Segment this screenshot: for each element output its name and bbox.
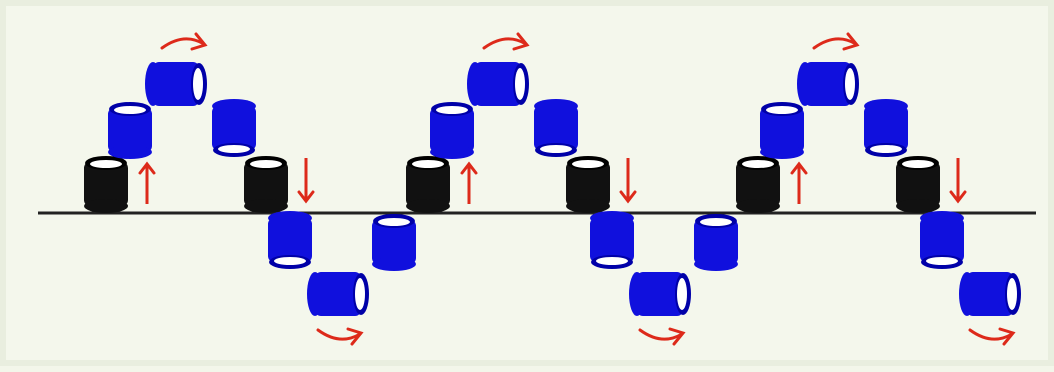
rotate-arrow-icon (482, 32, 530, 51)
cylinder-c3-7-blue-sideways (959, 272, 1021, 316)
rotate-arrow-icon (812, 32, 860, 51)
cylinder-c1-5-black-upright (244, 156, 288, 213)
up-arrow-icon (138, 161, 156, 204)
rotate-arrow-icon (316, 327, 364, 346)
cylinder-c1-3-blue-sideways (145, 62, 207, 106)
rotate-arrow-icon (968, 327, 1016, 346)
cylinder-c3-5-black-upright (896, 156, 940, 213)
cylinder-c3-6-blue-inverted (920, 211, 964, 269)
cylinder-c3-4-blue-upright (864, 99, 908, 157)
cylinder-c2-1-black-upright (406, 156, 450, 213)
cylinder-c3-2-blue-upright (760, 102, 804, 159)
cylinder-c1-1-black-upright (84, 156, 128, 213)
cylinder-c2-8-blue-inverted (694, 214, 738, 271)
up-arrow-icon (790, 161, 808, 204)
rotate-arrow-icon (160, 32, 208, 51)
cylinder-c2-3-blue-sideways (467, 62, 529, 106)
cylinder-c2-2-blue-upright (430, 102, 474, 159)
down-arrow-icon (949, 158, 967, 204)
down-arrow-icon (619, 158, 637, 204)
cylinder-c2-4-blue-upright (534, 99, 578, 157)
cylinder-c2-6-blue-inverted (590, 211, 634, 269)
cylinder-c1-8-blue-inverted (372, 214, 416, 271)
cylinder-c1-4-blue-upright (212, 99, 256, 157)
cylinder-c3-3-blue-sideways (797, 62, 859, 106)
cylinder-c1-2-blue-upright (108, 102, 152, 159)
cylinder-c3-1-black-upright (736, 156, 780, 213)
rotate-arrow-icon (638, 327, 686, 346)
cylinder-sequence (38, 32, 1036, 346)
cylinder-c2-7-blue-sideways (629, 272, 691, 316)
up-arrow-icon (460, 161, 478, 204)
down-arrow-icon (297, 158, 315, 204)
cylinder-c2-5-black-upright (566, 156, 610, 213)
cylinder-c1-7-blue-sideways (307, 272, 369, 316)
cylinder-c1-6-blue-inverted (268, 211, 312, 269)
